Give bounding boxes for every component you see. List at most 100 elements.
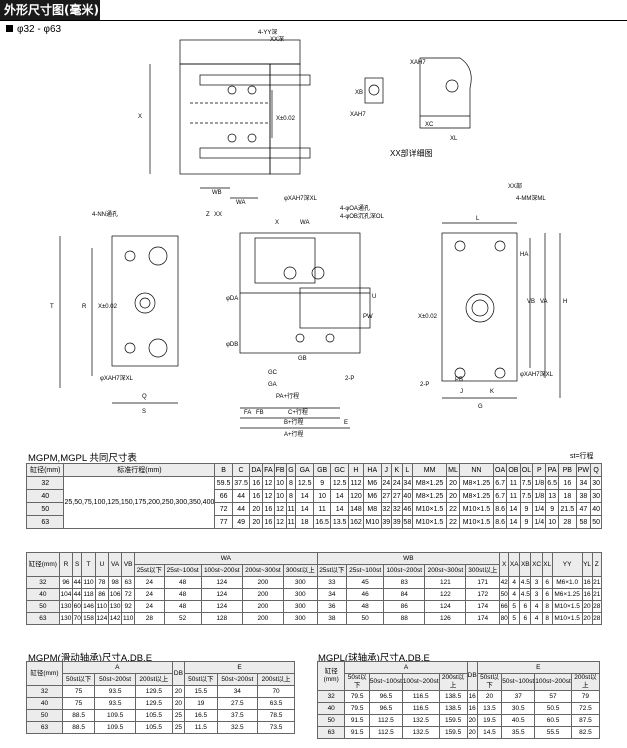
table-cell: 44 bbox=[72, 576, 83, 589]
table-cell: 82.5 bbox=[570, 726, 601, 739]
table-cell: 128 bbox=[200, 612, 243, 625]
table-header: XB bbox=[519, 552, 532, 577]
table-header: XA bbox=[508, 552, 521, 577]
table-cell: 93.5 bbox=[94, 697, 136, 710]
xc-label: XC bbox=[425, 122, 434, 128]
table-cell: 75 bbox=[61, 697, 96, 710]
table-cell: 300 bbox=[282, 588, 318, 601]
table-cell: 28 bbox=[134, 612, 165, 625]
table-cell: 106 bbox=[107, 588, 123, 601]
table-cell: 78.5 bbox=[257, 709, 295, 722]
table-cell: 122 bbox=[424, 588, 467, 601]
x-tol-right-label: X±0.02 bbox=[418, 314, 438, 320]
table-cell: 124 bbox=[424, 600, 467, 613]
table-header: G bbox=[285, 463, 297, 477]
table-cell: 38 bbox=[575, 489, 592, 503]
table-cell: 24 bbox=[391, 476, 403, 490]
bore-range-text: φ32 - φ63 bbox=[17, 24, 62, 35]
table-subheader-row: 50st以下 50st~200st 200st以上 50st以下 50st~20… bbox=[27, 673, 295, 686]
table-header: 200st~300st bbox=[241, 564, 284, 577]
table-cell: 110 bbox=[94, 600, 109, 613]
table-cell: 21.5 bbox=[558, 502, 577, 516]
table-header: 缸径(mm) bbox=[25, 463, 65, 477]
table-cell: 4.5 bbox=[519, 576, 532, 589]
table-cell: 92 bbox=[121, 600, 136, 613]
table-cell: 48 bbox=[346, 600, 385, 613]
table-cell: 124 bbox=[200, 576, 243, 589]
table-cell: 50.5 bbox=[534, 702, 572, 715]
table-cell: 58 bbox=[575, 515, 592, 529]
table-cell: 104 bbox=[58, 588, 74, 601]
table4-title: MGPL(球轴承)尺寸A,DB,E bbox=[318, 653, 430, 664]
table-cell: 93.5 bbox=[94, 685, 136, 698]
table-cell: 8.6 bbox=[492, 515, 508, 529]
table-cell: 9 bbox=[312, 476, 332, 490]
table-cell: 80 bbox=[499, 612, 510, 625]
table-cell: 40.5 bbox=[501, 714, 536, 727]
table-cell: 16 bbox=[466, 702, 478, 715]
table-cell: 22 bbox=[446, 515, 460, 529]
table-cell: 112.5 bbox=[368, 714, 403, 727]
right-end-view: XX部 4-MM深ML L HA X±0.02 VB VA H φXAH7深XL… bbox=[418, 182, 567, 410]
table-header: VA bbox=[107, 552, 123, 577]
table-header: DB bbox=[171, 661, 186, 686]
two-p-right-label: 2-P bbox=[420, 382, 429, 388]
table-cell: 50 bbox=[590, 515, 602, 529]
table-header: PW bbox=[575, 463, 592, 477]
va-label: VA bbox=[540, 299, 548, 305]
table-cell: 16 bbox=[262, 502, 275, 516]
table-cell: 174 bbox=[465, 600, 501, 613]
j-label: J bbox=[460, 389, 463, 395]
table-cell: 16 bbox=[558, 476, 577, 490]
table-cell: 32.5 bbox=[216, 721, 259, 734]
table-cell: 8 bbox=[541, 612, 553, 625]
table-cell: 4 bbox=[530, 612, 543, 625]
table-cell: 138.5 bbox=[438, 690, 468, 703]
table-cell: 57 bbox=[534, 690, 572, 703]
table-header: GA bbox=[295, 463, 314, 477]
xa-h7-label: XAH7 bbox=[350, 112, 366, 118]
vb-label: VB bbox=[527, 299, 535, 305]
table-cell: 75 bbox=[61, 685, 96, 698]
bore-cell: 50 bbox=[316, 714, 346, 727]
table-header: 缸径(mm) bbox=[316, 661, 346, 691]
table-cell: 19 bbox=[184, 697, 218, 710]
table-header: OL bbox=[519, 463, 534, 477]
table-header: 50st~200st bbox=[94, 673, 136, 686]
table-cell: 63 bbox=[121, 576, 136, 589]
table-cell: 47 bbox=[575, 502, 592, 516]
table-cell: 16 bbox=[581, 576, 593, 589]
table-cell: 12 bbox=[273, 502, 287, 516]
table-subheader-row: 50st以下 50st~100st 100st~200st 200st以上 50… bbox=[318, 673, 601, 691]
table-cell: 39 bbox=[391, 515, 403, 529]
table-cell: 109.5 bbox=[94, 721, 136, 734]
table-cell: 86 bbox=[94, 588, 109, 601]
title-underline bbox=[0, 20, 627, 21]
table-header: XL bbox=[541, 552, 553, 577]
ha-label: HA bbox=[520, 252, 528, 258]
table-cell: 35.5 bbox=[501, 726, 536, 739]
table-cell: 11 bbox=[312, 502, 332, 516]
table-cell: 14 bbox=[506, 502, 521, 516]
table-cell: 300 bbox=[282, 612, 318, 625]
table-header: 100st~200st bbox=[200, 564, 243, 577]
table-cell: 12 bbox=[262, 489, 275, 503]
table-header: L bbox=[401, 463, 414, 477]
bore-cell: 63 bbox=[316, 726, 346, 739]
table-cell: 88.5 bbox=[61, 709, 96, 722]
table-header: HA bbox=[363, 463, 382, 477]
table-header: 200st~300st bbox=[424, 564, 467, 577]
table-header: 300st以上 bbox=[465, 564, 501, 577]
yy-depth-label: 4-YY深 bbox=[258, 28, 277, 36]
k-label: K bbox=[490, 389, 494, 395]
table-cell: 83 bbox=[383, 576, 426, 589]
table-header: 50st~100st bbox=[501, 673, 536, 691]
table-header: DB bbox=[466, 661, 478, 691]
table-cell: 14 bbox=[330, 502, 349, 516]
table-cell: 72 bbox=[214, 502, 233, 516]
table-header: 25st以下 bbox=[316, 564, 348, 577]
table-cell: 4 bbox=[508, 576, 521, 589]
table-cell: 3 bbox=[530, 588, 543, 601]
